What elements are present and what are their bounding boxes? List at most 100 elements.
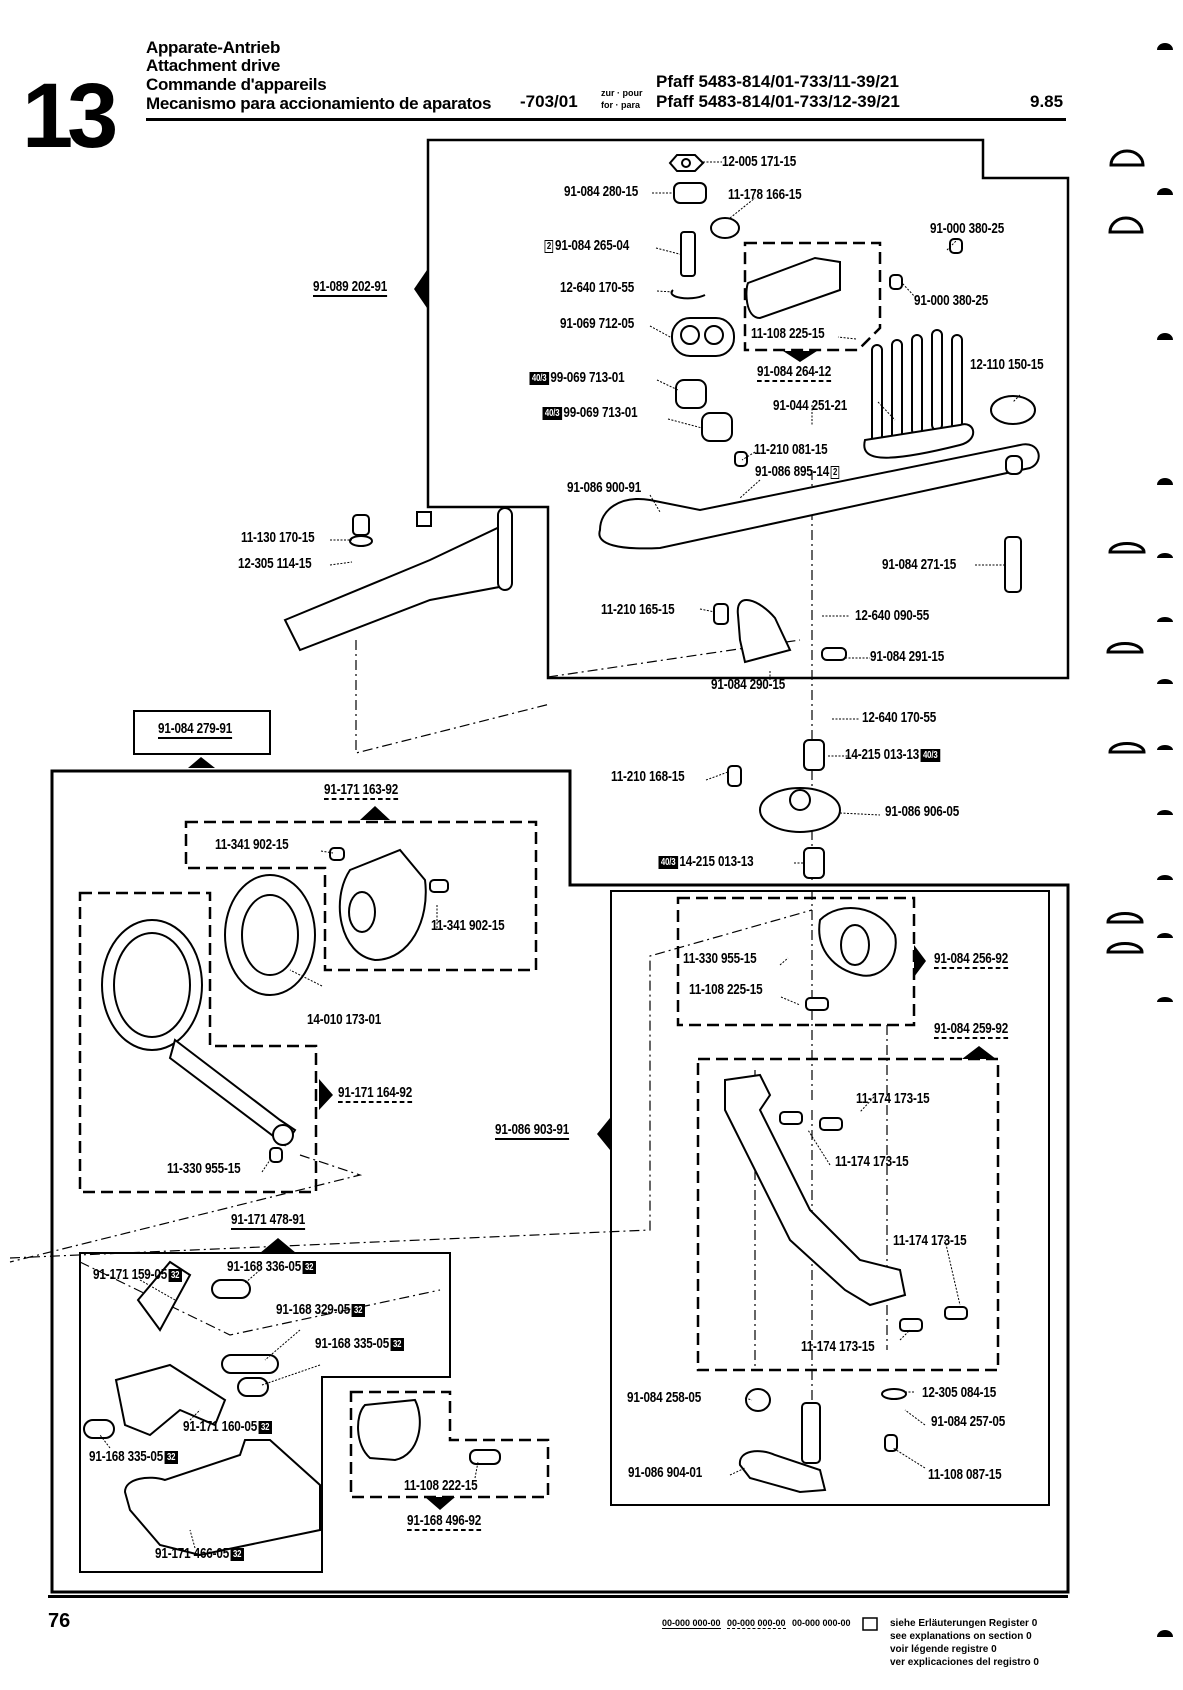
model-line-2: Pfaff 5483-814/01-733/12-39/21 (656, 92, 900, 111)
part-label: 12-005 171-15 (722, 153, 797, 170)
part-small-clamp (357, 1398, 421, 1462)
legend-line-en: see explanations on section 0 (890, 1631, 1032, 1642)
badge-32: 32 (164, 1450, 178, 1464)
badge-32: 32 (168, 1268, 182, 1282)
assembly-label-lower-left[interactable]: 91-171 478-91 (231, 1211, 306, 1230)
part-pin-2 (221, 1354, 279, 1374)
assembly-label-clamp-upper[interactable]: 91-084 256-92 (934, 950, 1009, 969)
part-label: 14-010 173-01 (307, 1011, 382, 1028)
part-number: 99-069 713-01 (550, 369, 625, 386)
part-label: 91-000 380-25 (930, 220, 1005, 237)
part-label: 91-084 280-15 (564, 183, 639, 200)
assembly-label-right-box[interactable]: 91-086 903-91 (495, 1121, 570, 1140)
tab-mark (1157, 997, 1173, 1002)
part-label: 91-000 380-25 (914, 292, 989, 309)
tab-mark (1157, 617, 1173, 622)
badge-2: 2 (830, 465, 840, 479)
tab-mark (1157, 478, 1173, 485)
part-label: 11-210 165-15 (601, 601, 675, 618)
pointer-fork-group (783, 351, 817, 362)
frame-lower-left-assembly (50, 769, 1070, 1594)
assembly-label-clamp-small[interactable]: 91-168 496-92 (407, 1512, 482, 1531)
legend-line-de: siehe Erläuterungen Register 0 (890, 1618, 1038, 1629)
pointer-crank-group (319, 1079, 333, 1110)
pointer-left-box (188, 757, 215, 768)
assembly-label-cam-group[interactable]: 91-171 163-92 (324, 781, 399, 800)
tab-mark (1108, 742, 1146, 754)
tab-mark (1106, 912, 1144, 924)
legend-sample-plain: 00-000 000-00 (792, 1618, 851, 1628)
part-label: 91-086 906-05 (885, 803, 960, 820)
assembly-label-left-box[interactable]: 91-084 279-91 (158, 720, 233, 739)
title-fr: Commande d'appareils (146, 75, 327, 94)
part-shoulder-stud (1004, 536, 1022, 593)
part-needle-bearing-1 (803, 739, 825, 771)
legend-line-es: ver explicaciones del registro 0 (890, 1657, 1039, 1668)
part-folder-mount (497, 507, 513, 591)
badge-32: 32 (230, 1547, 244, 1561)
part-label: 91-069 712-05 (560, 315, 635, 332)
part-number: 99-069 713-01 (563, 404, 638, 421)
title-en: Attachment drive (146, 56, 281, 75)
assembly-label-lever-group[interactable]: 91-084 259-92 (934, 1020, 1009, 1039)
part-label: 11-330 955-15 (167, 1160, 241, 1177)
part-label: 11-210 081-15 (754, 441, 828, 458)
title-es: Mecanismo para accionamiento de aparatos (146, 94, 492, 113)
legend-line-fr: voir légende registre 0 (890, 1644, 997, 1655)
badge-32: 32 (302, 1260, 316, 1274)
tab-mark (1157, 333, 1173, 340)
part-knurled-knob (990, 395, 1036, 425)
part-number: 91-168 336-05 (227, 1258, 302, 1275)
part-pin-3 (237, 1377, 269, 1397)
legend-sample-solid: 00-000 000-00 (662, 1618, 721, 1629)
part-label: 91-086 904-01 (628, 1464, 703, 1481)
part-label: 12-640 170-55 (862, 709, 937, 726)
tab-mark (1157, 933, 1173, 938)
tab-mark (1157, 679, 1173, 684)
model-line-1: Pfaff 5483-814/01-733/11-39/21 (656, 72, 899, 91)
frame-label-box (133, 710, 271, 755)
variant-code: -703/01 (520, 92, 578, 111)
part-retaining-ring (670, 289, 706, 300)
badge-32: 32 (351, 1303, 365, 1317)
badge-40-3: 40/3 (658, 855, 678, 869)
badge-40-3: 40/3 (920, 748, 940, 762)
part-number: 91-168 335-05 (315, 1335, 390, 1352)
footer-legend-box (862, 1617, 878, 1631)
part-label: 91-084 258-05 (627, 1389, 702, 1406)
part-number: 14-215 013-13 (845, 746, 920, 763)
assembly-label-top[interactable]: 91-089 202-91 (313, 278, 388, 297)
badge-32: 32 (390, 1337, 404, 1351)
dashed-clamp-small (349, 1390, 550, 1499)
part-folder (283, 520, 511, 652)
tab-mark (1108, 542, 1146, 554)
page-number: 76 (48, 1610, 71, 1632)
part-carrier-plate (598, 443, 1040, 550)
tab-mark (1157, 43, 1173, 50)
assembly-label-fork-group[interactable]: 91-084 264-12 (757, 363, 832, 382)
part-label: 11-108 222-15 (404, 1477, 478, 1494)
part-label: 12-305 084-15 (922, 1384, 997, 1401)
part-bracket (736, 599, 792, 664)
legend-explanation: siehe Erläuterungen Register 0 see expla… (890, 1617, 1039, 1669)
header-rule (146, 118, 1066, 121)
tab-mark (1157, 188, 1173, 195)
assembly-label-crank-group[interactable]: 91-171 164-92 (338, 1084, 413, 1103)
part-needle-bearing-2 (803, 847, 825, 879)
badge-32: 32 (258, 1420, 272, 1434)
section-number: 13 (22, 65, 118, 167)
part-label: 11-174 173-15 (893, 1232, 967, 1249)
tab-mark (1108, 216, 1144, 234)
part-pivot-arm (738, 1450, 827, 1494)
pointer-right-box (597, 1118, 610, 1150)
